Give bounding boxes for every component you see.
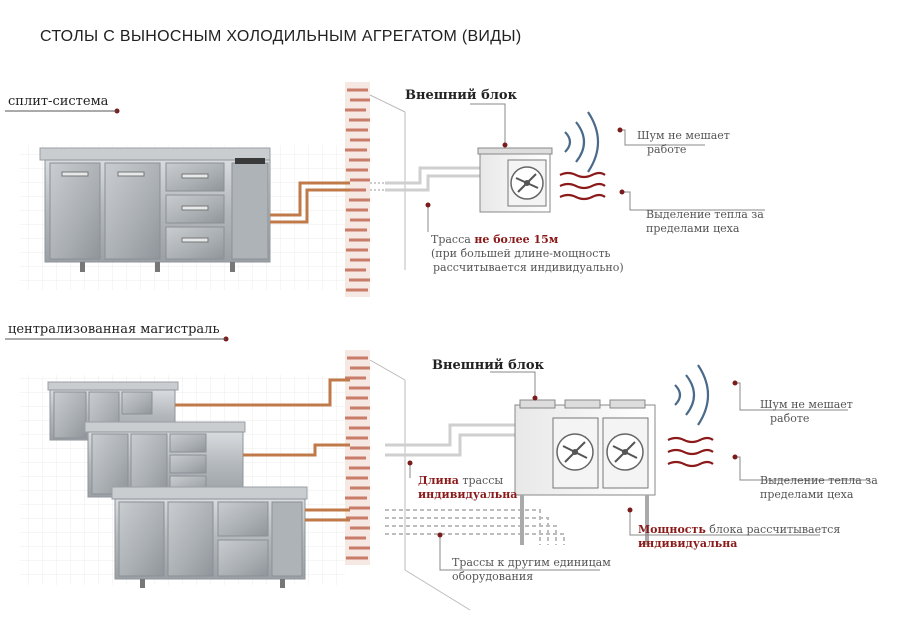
noise-note-2: Шум не мешает работе — [760, 398, 853, 426]
noise-note-2-line2: работе — [770, 412, 810, 425]
noise-waves-1 — [564, 111, 599, 173]
heat-note-1-line2: пределами цеха — [646, 222, 740, 235]
power-line2: индивидуальна — [638, 537, 738, 550]
route-note-1: Трасса не более 15м (при большей длине-м… — [431, 233, 624, 275]
central-table-back — [47, 381, 179, 441]
noise-note-2-line1: Шум не мешает — [760, 398, 853, 411]
route-highlight: не более 15м — [474, 233, 559, 246]
length-note-2: Длина трассы индивидуальна — [418, 474, 517, 502]
page-title: СТОЛЫ С ВЫНОСНЫМ ХОЛОДИЛЬНЫМ АГРЕГАТОМ (… — [40, 28, 522, 45]
length-line2: индивидуальна — [418, 488, 518, 501]
noise-note-1-line2: работе — [647, 143, 687, 156]
split-system-table — [39, 147, 271, 272]
heat-note-1-line1: Выделение тепла за — [646, 208, 764, 221]
route-line2: (при большей длине-мощность — [431, 247, 611, 260]
heat-waves-1 — [559, 171, 606, 201]
other-line1: Трассы к другим единицам — [452, 556, 611, 569]
noise-waves-2 — [674, 364, 709, 426]
central-table-middle — [84, 421, 246, 498]
outdoor-unit-label-1: Внешний блок — [405, 88, 517, 103]
outdoor-unit-label-2: Внешний блок — [432, 358, 544, 373]
route-line3: рассчитывается индивидуально) — [433, 261, 624, 274]
heat-waves-2 — [667, 436, 714, 468]
heat-note-2-line1: Выделение тепла за — [760, 474, 878, 487]
other-routes-note: Трассы к другим единицам оборудования — [452, 556, 611, 584]
outdoor-unit-1 — [477, 147, 553, 213]
copper-pipes-2 — [175, 378, 350, 522]
other-pipes-2 — [385, 509, 565, 545]
brick-wall-2 — [345, 350, 471, 611]
section-label-split: сплит-система — [8, 94, 109, 109]
length-highlight: Длина — [418, 474, 459, 487]
noise-note-1: Шум не мешает работе — [637, 129, 730, 157]
heat-note-2: Выделение тепла за пределами цеха — [760, 474, 878, 502]
length-rest: трассы — [458, 474, 504, 487]
power-rest: блока рассчитывается — [705, 523, 841, 536]
outdoor-pipes-1 — [385, 166, 480, 192]
power-highlight: Мощность — [638, 523, 706, 536]
outdoor-pipes-2 — [385, 423, 515, 457]
heat-note-1: Выделение тепла за пределами цеха — [646, 208, 764, 236]
section-label-central: централизованная магистраль — [8, 322, 220, 337]
other-line2: оборудования — [452, 570, 534, 583]
power-note-2: Мощность блока рассчитывается индивидуал… — [638, 523, 840, 551]
noise-note-1-line1: Шум не мешает — [637, 129, 730, 142]
copper-pipes-1 — [270, 181, 350, 224]
central-table-front — [111, 486, 308, 588]
heat-note-2-line2: пределами цеха — [760, 488, 854, 501]
outdoor-unit-2 — [514, 399, 656, 545]
route-prefix: Трасса — [431, 233, 475, 246]
